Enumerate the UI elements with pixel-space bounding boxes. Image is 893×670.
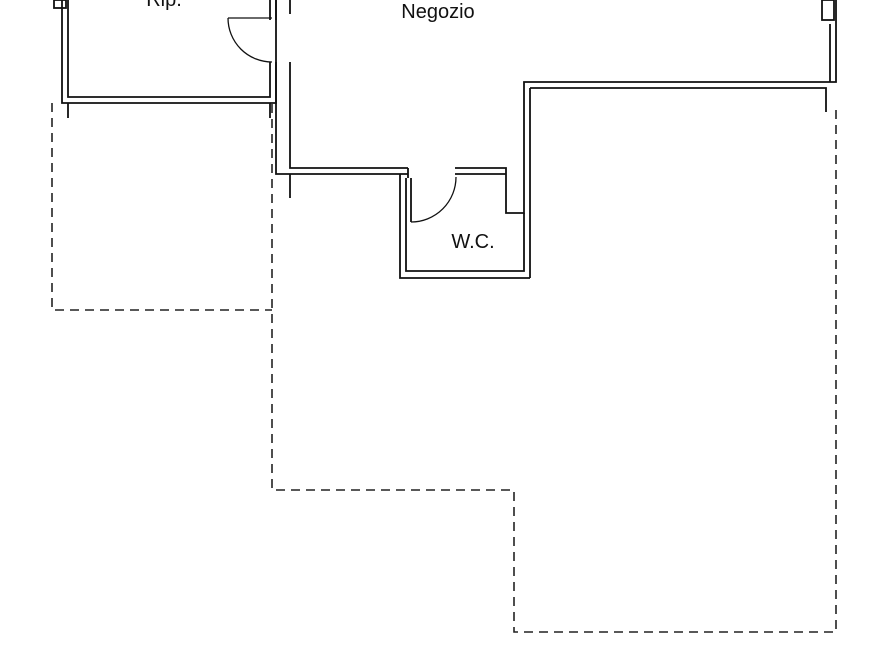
wc-door bbox=[410, 176, 457, 223]
shop-walls bbox=[275, 0, 837, 278]
wc-room-label: W.C. bbox=[451, 231, 494, 253]
terrace-outline bbox=[51, 103, 837, 633]
wall-cap-left bbox=[53, 0, 67, 9]
wall-cap-right bbox=[821, 0, 835, 21]
wc-walls bbox=[399, 168, 530, 279]
storage-door bbox=[227, 17, 273, 63]
shop-room-label: Negozio bbox=[401, 1, 474, 23]
storage-room-label: Rip. bbox=[146, 0, 182, 11]
